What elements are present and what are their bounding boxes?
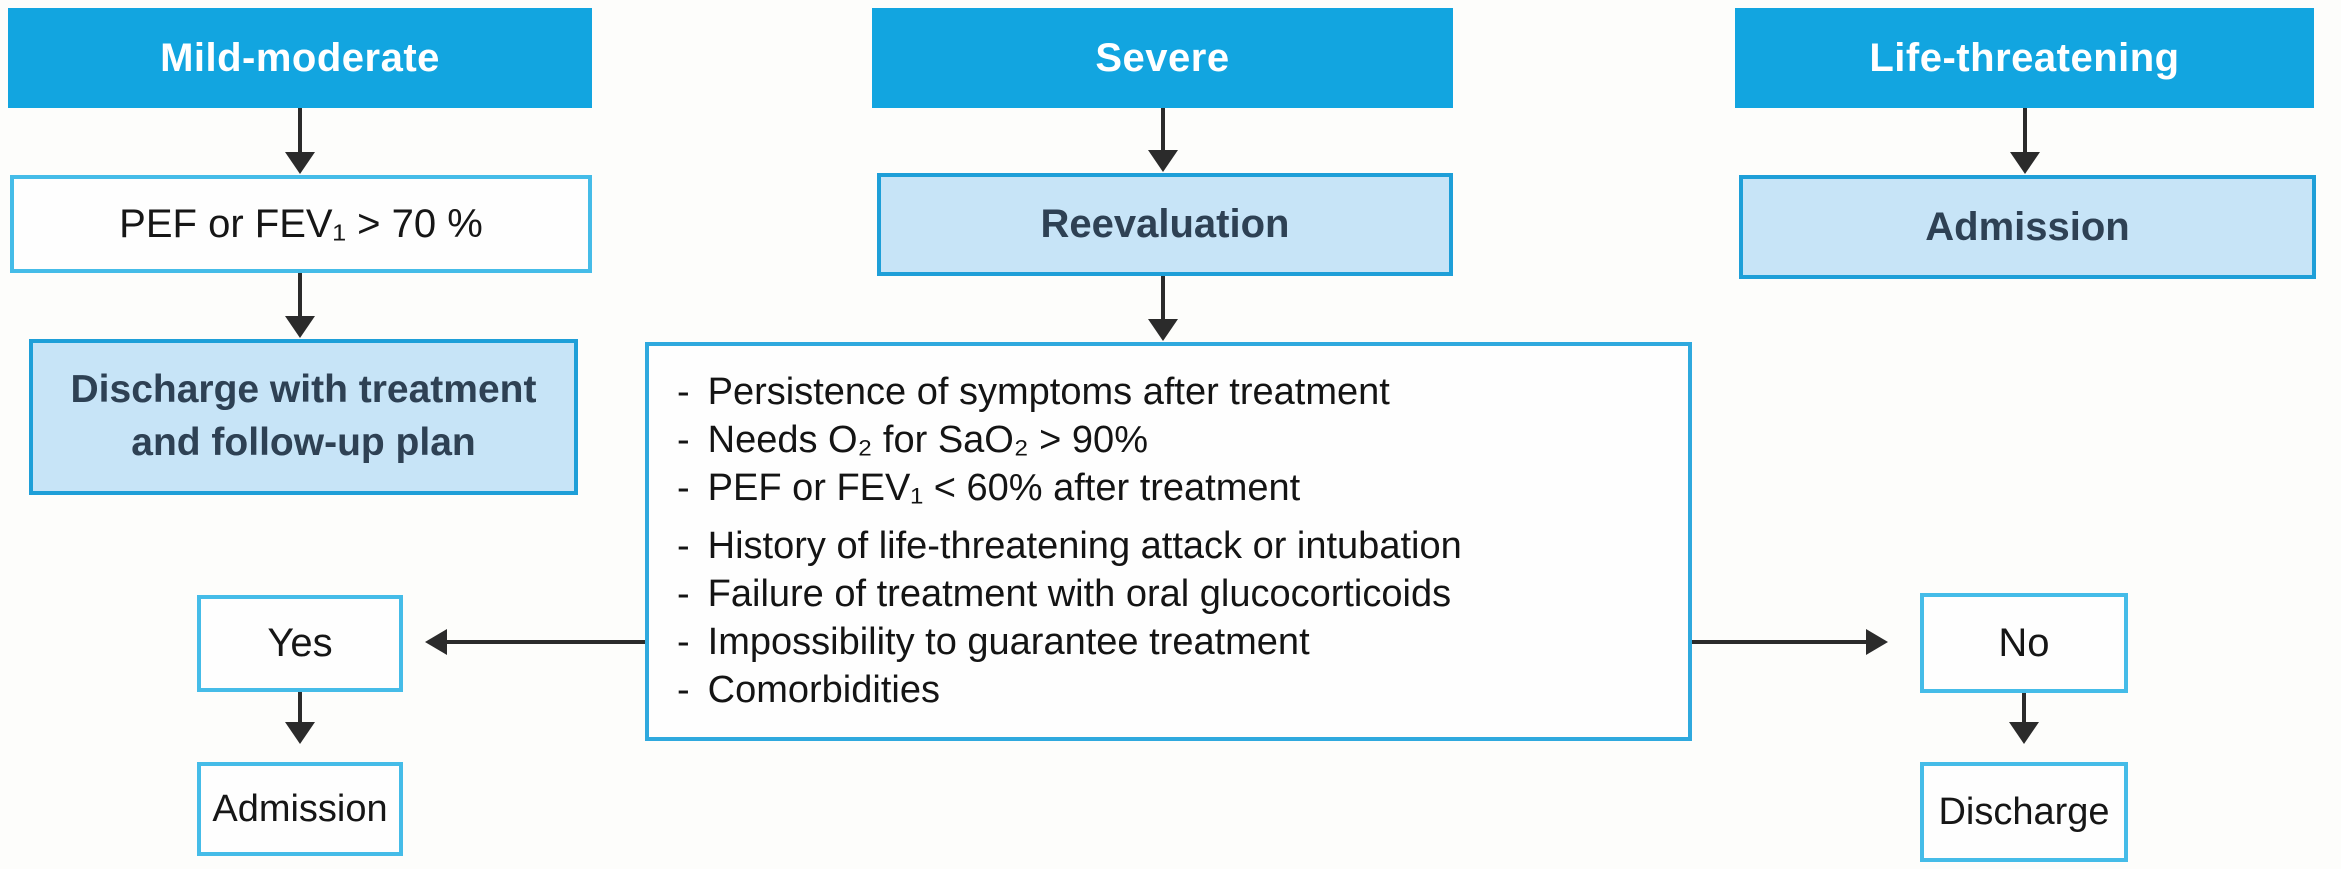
criteria-item: - History of life-threatening attack or … <box>677 522 1678 570</box>
header-life-threatening: Life-threatening <box>1735 8 2314 108</box>
header-severe-label: Severe <box>1095 35 1230 80</box>
criteria-bullet: - <box>677 370 690 413</box>
header-life-threatening-label: Life-threatening <box>1869 35 2180 80</box>
node-discharge-no: Discharge <box>1920 762 2128 862</box>
arrow-stem <box>298 692 302 724</box>
node-yes-label: Yes <box>267 621 333 665</box>
criteria-item: - Impossibility to guarantee treatment <box>677 618 1678 666</box>
node-admission-life-threatening-label: Admission <box>1925 204 2130 249</box>
header-mild-moderate-label: Mild-moderate <box>160 35 440 80</box>
arrow-stem <box>298 273 302 318</box>
arrow-down-icon <box>2010 152 2040 174</box>
criteria-item-text: History of life-threatening attack or in… <box>707 524 1462 567</box>
criteria-bullet: - <box>677 572 690 615</box>
arrow-stem <box>1692 640 1868 644</box>
criteria-item-text: Failure of treatment with oral glucocort… <box>707 572 1452 615</box>
arrow-down-icon <box>2009 722 2039 744</box>
node-discharge-plan: Discharge with treatment and follow-up p… <box>29 339 578 495</box>
criteria-item-text: Needs O₂ for SaO₂ > 90% <box>707 418 1148 461</box>
node-admission-yes-label: Admission <box>212 787 388 830</box>
header-severe: Severe <box>872 8 1453 108</box>
criteria-item-text: PEF or FEV₁ < 60% after treatment <box>707 466 1301 509</box>
node-reevaluation: Reevaluation <box>877 173 1453 276</box>
node-reevaluation-label: Reevaluation <box>1040 202 1290 246</box>
arrow-stem <box>2023 108 2027 154</box>
node-pef-criterion: PEF or FEV₁ > 70 % <box>10 175 592 273</box>
criteria-bullet: - <box>677 668 690 711</box>
arrow-down-icon <box>285 152 315 174</box>
arrow-left-icon <box>425 629 447 655</box>
arrow-down-icon <box>1148 319 1178 341</box>
criteria-item-text: Persistence of symptoms after treatment <box>707 370 1390 413</box>
criteria-item: - Needs O₂ for SaO₂ > 90% <box>677 416 1678 464</box>
arrow-down-icon <box>1148 150 1178 172</box>
arrow-stem <box>1161 276 1165 321</box>
node-admission-yes: Admission <box>197 762 403 856</box>
criteria-item-text: Impossibility to guarantee treatment <box>707 620 1310 663</box>
arrow-stem <box>2022 693 2026 724</box>
criteria-bullet: - <box>677 466 690 509</box>
node-discharge-plan-line2: and follow-up plan <box>131 421 476 464</box>
criteria-item: - Comorbidities <box>677 666 1678 714</box>
node-pef-criterion-label: PEF or FEV₁ > 70 % <box>119 201 483 246</box>
node-no-label: No <box>1998 620 2050 665</box>
criteria-bullet: - <box>677 620 690 663</box>
criteria-item: - Persistence of symptoms after treatmen… <box>677 368 1678 416</box>
node-yes: Yes <box>197 595 403 692</box>
node-no: No <box>1920 593 2128 693</box>
node-discharge-plan-line1: Discharge with treatment <box>70 368 537 412</box>
arrow-stem <box>298 108 302 154</box>
header-mild-moderate: Mild-moderate <box>8 8 592 108</box>
node-criteria-list: - Persistence of symptoms after treatmen… <box>645 342 1692 741</box>
arrow-stem <box>1161 108 1165 152</box>
criteria-item: - Failure of treatment with oral glucoco… <box>677 570 1678 618</box>
criteria-item: - PEF or FEV₁ < 60% after treatment <box>677 464 1678 512</box>
arrow-down-icon <box>285 316 315 338</box>
criteria-bullet: - <box>677 418 690 461</box>
node-discharge-no-label: Discharge <box>1938 790 2110 833</box>
arrow-down-icon <box>285 722 315 744</box>
criteria-item-text: Comorbidities <box>707 668 940 711</box>
criteria-bullet: - <box>677 524 690 567</box>
arrow-right-icon <box>1866 629 1888 655</box>
arrow-stem <box>447 640 645 644</box>
node-admission-life-threatening: Admission <box>1739 175 2316 279</box>
